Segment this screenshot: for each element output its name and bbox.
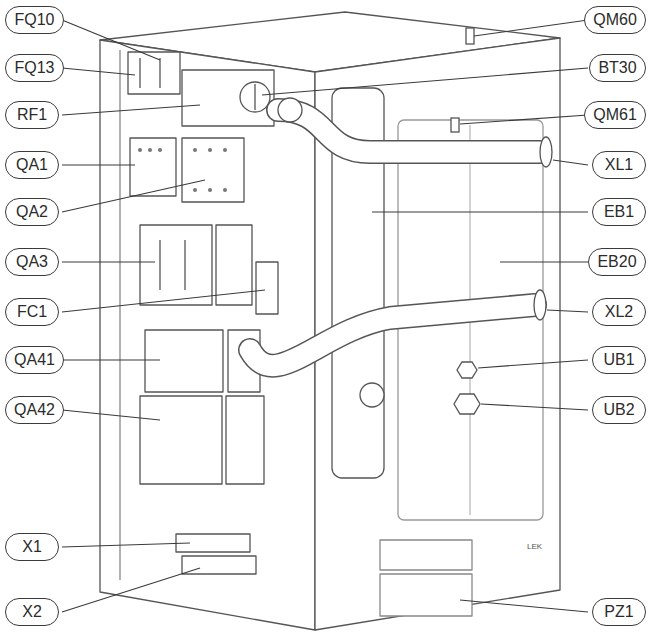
pipe-connection (540, 137, 552, 167)
callout-text: X1 (22, 539, 42, 555)
callout-label: QA42 (5, 396, 64, 424)
terminal-block (182, 556, 256, 574)
fuse-line (159, 58, 160, 88)
callout-text: FC1 (17, 304, 47, 320)
callout-text: QM60 (593, 12, 637, 28)
contactor (226, 396, 264, 484)
callout-text: EB1 (604, 204, 634, 220)
rating-plate (380, 540, 472, 570)
callout-label: FQ13 (5, 54, 64, 82)
callout-label: FC1 (5, 298, 59, 326)
contactor (145, 330, 223, 392)
callout-text: RF1 (17, 107, 47, 123)
callout-text: FQ10 (14, 12, 54, 28)
callout-label: XL2 (592, 298, 646, 326)
callout-label: RF1 (5, 101, 59, 129)
breaker (256, 262, 278, 314)
vent-valve (466, 28, 474, 44)
callout-label: FQ10 (5, 6, 64, 34)
callout-text: BT30 (598, 60, 636, 76)
callout-label: X1 (5, 533, 59, 561)
pipe-fitting (360, 383, 384, 407)
callout-text: QM61 (593, 107, 637, 123)
callout-text: QA41 (14, 352, 55, 368)
contactor (182, 138, 244, 202)
callout-label: QA2 (5, 198, 59, 226)
callout-label: QM61 (584, 101, 646, 129)
dial-mark (254, 84, 255, 110)
drain-nut (454, 394, 480, 414)
callout-text: UB1 (603, 352, 634, 368)
callout-text: UB2 (603, 402, 634, 418)
contactor (140, 396, 222, 484)
callout-text: QA1 (16, 157, 48, 173)
pipe-fitting (278, 98, 302, 122)
callout-text: FQ13 (14, 60, 54, 76)
callout-label: UB1 (592, 346, 646, 374)
thermostat-dial (240, 82, 270, 112)
callout-text: QA3 (16, 254, 48, 270)
callout-label: EB20 (588, 248, 646, 276)
callout-text: PZ1 (604, 604, 633, 620)
callout-label: X2 (5, 598, 59, 626)
contact-line (184, 240, 185, 290)
print-mark: LEK (527, 542, 542, 551)
fuse-line (139, 58, 140, 88)
drain-nut (457, 362, 477, 378)
contactor (130, 138, 176, 196)
thermostat-block (182, 70, 274, 126)
callout-label: EB1 (592, 198, 646, 226)
rating-plate (380, 574, 472, 616)
callout-label: QA3 (5, 248, 59, 276)
callout-label: XL1 (592, 151, 646, 179)
din-rail (119, 50, 120, 580)
callout-text: X2 (22, 604, 42, 620)
contact-line (159, 240, 160, 290)
fuse (128, 52, 180, 94)
vent-valve (451, 118, 459, 132)
callout-label: QA41 (5, 346, 64, 374)
callout-text: XL1 (605, 157, 633, 173)
callout-text: EB20 (597, 254, 636, 270)
contactor (140, 225, 212, 305)
callout-text: QA42 (14, 402, 55, 418)
callout-label: UB2 (592, 396, 646, 424)
callout-label: BT30 (589, 54, 646, 82)
callout-label: PZ1 (592, 598, 646, 626)
callout-label: QA1 (5, 151, 59, 179)
pipe-connection (534, 290, 546, 320)
callout-label: QM60 (584, 6, 646, 34)
housing-left-face (100, 40, 315, 630)
callout-text: QA2 (16, 204, 48, 220)
callout-text: XL2 (605, 304, 633, 320)
